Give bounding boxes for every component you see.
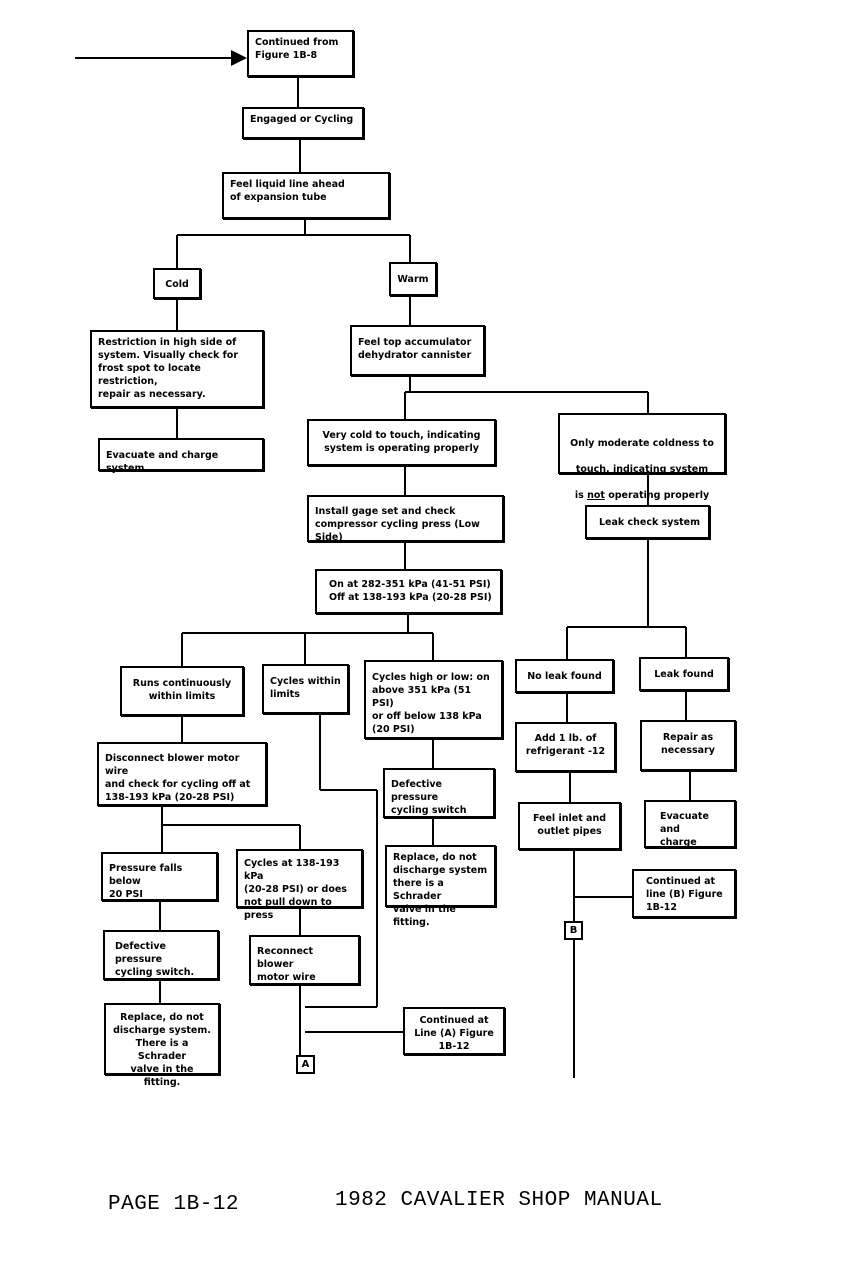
repair-as-necessary-box: Repair as necessary bbox=[640, 720, 736, 771]
pressure-falls-box: Pressure falls below 20 PSI bbox=[101, 852, 218, 901]
leak-found-box: Leak found bbox=[639, 657, 729, 691]
restriction-box: Restriction in high side of system. Visu… bbox=[90, 330, 264, 408]
cycles-high-low-box: Cycles high or low: on above 351 kPa (51… bbox=[364, 660, 503, 739]
footer-page-number: PAGE 1B-12 bbox=[108, 1193, 240, 1216]
evacuate-charge-right-box: Evacuate and charge bbox=[644, 800, 736, 848]
cycles-within-limits-box: Cycles within limits bbox=[262, 664, 349, 714]
cold-box: Cold bbox=[153, 268, 201, 299]
moderate-not-underlined: not bbox=[587, 490, 605, 501]
leak-check-box: Leak check system bbox=[585, 505, 710, 539]
replace-left-box: Replace, do not discharge system. There … bbox=[104, 1003, 220, 1088]
continued-b-box: Continued at line (B) Figure 1B-12 bbox=[632, 869, 736, 918]
feel-top-accumulator-box: Feel top accumulator dehydrator canniste… bbox=[350, 325, 485, 376]
very-cold-box: Very cold to touch, indicating system is… bbox=[307, 419, 496, 466]
moderate-line-3-end: operating properly bbox=[604, 490, 710, 501]
engaged-cycling-box: Engaged or Cycling bbox=[242, 107, 364, 139]
connector-b: B bbox=[564, 921, 583, 940]
feel-liquid-line-box: Feel liquid line ahead of expansion tube bbox=[222, 172, 390, 219]
replace-mid-box: Replace, do not discharge system there i… bbox=[385, 845, 496, 928]
continued-a-box: Continued at Line (A) Figure 1B-12 bbox=[403, 1007, 505, 1055]
cycles-at-box: Cycles at 138-193 kPa (20-28 PSI) or doe… bbox=[236, 849, 363, 921]
moderate-line-3-start: is bbox=[574, 490, 588, 501]
defective-switch-mid-box: Defective pressure cycling switch bbox=[383, 768, 495, 818]
defective-switch-left-box: Defective pressure cycling switch. bbox=[103, 930, 219, 980]
add-refrigerant-box: Add 1 lb. of refrigerant -12 bbox=[515, 722, 616, 772]
disconnect-blower-box: Disconnect blower motor wire and check f… bbox=[97, 742, 267, 806]
warm-box: Warm bbox=[389, 262, 437, 296]
connector-a: A bbox=[296, 1055, 315, 1074]
moderate-line-1: Only moderate coldness to bbox=[570, 438, 714, 449]
evacuate-charge-left-box: Evacuate and charge system bbox=[98, 438, 264, 474]
footer-manual-title: 1982 CAVALIER SHOP MANUAL bbox=[335, 1189, 663, 1212]
moderate-line-2: touch, indicating system bbox=[575, 464, 709, 475]
moderate-coldness-box: Only moderate coldness to touch, indicat… bbox=[558, 413, 726, 501]
runs-continuously-box: Runs continuously within limits bbox=[120, 666, 244, 716]
feel-inlet-outlet-box: Feel inlet and outlet pipes bbox=[518, 802, 621, 850]
reconnect-blower-box: Reconnect blower motor wire bbox=[249, 935, 360, 985]
no-leak-found-box: No leak found bbox=[515, 659, 614, 693]
install-gage-box: Install gage set and check compressor cy… bbox=[307, 495, 504, 543]
on-off-pressure-box: On at 282-351 kPa (41-51 PSI) Off at 138… bbox=[315, 569, 502, 614]
continued-from-box: Continued from Figure 1B-8 bbox=[247, 30, 354, 77]
